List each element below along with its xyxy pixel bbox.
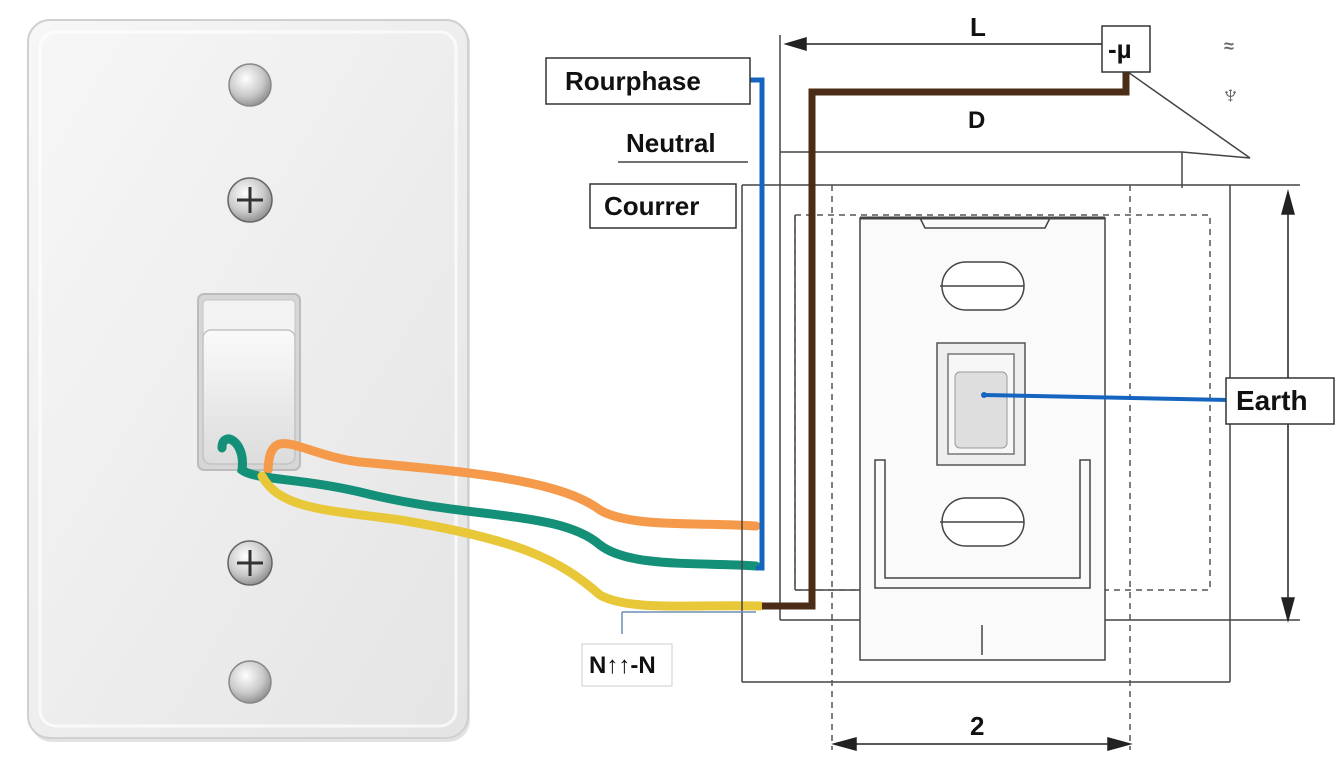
plate-screw-lower-icon	[227, 540, 273, 586]
label-current: Courrer	[589, 183, 737, 229]
wire-orange	[263, 439, 761, 531]
plate-screw-top-icon	[228, 63, 272, 107]
dimension-L-label: L	[970, 12, 986, 42]
dimension-D-label: D	[968, 107, 985, 134]
screw-slot-bottom-icon	[940, 497, 1025, 547]
dimension-2	[831, 737, 1133, 751]
corner-symbol-bottom-icon: ♆	[1220, 79, 1241, 110]
svg-text:Courrer: Courrer	[604, 191, 699, 221]
wire-yellow	[257, 471, 765, 611]
earth-terminal	[981, 392, 987, 398]
label-bottom-wire: N↑↑-N	[581, 643, 673, 687]
toggle-switch[interactable]	[197, 293, 301, 471]
schematic-toggle	[936, 342, 1026, 466]
wire-phase-blue	[748, 77, 765, 571]
wire-green	[217, 434, 761, 571]
svg-text:Neutral: Neutral	[626, 128, 716, 158]
label-neutral: Neutral	[618, 128, 748, 163]
svg-text:N↑↑-N: N↑↑-N	[589, 652, 656, 679]
corner-symbol-top-icon: ≈	[1224, 36, 1234, 56]
screw-slot-top-icon	[940, 261, 1025, 311]
label-earth: Earth	[1225, 377, 1335, 425]
dimension-2-label: 2	[970, 711, 984, 741]
svg-text:Earth: Earth	[1236, 385, 1308, 416]
wire-live-brown	[762, 70, 1130, 610]
label-phase: Rourphase	[545, 57, 751, 105]
dimension-L	[783, 36, 1102, 52]
svg-text:-µ: -µ	[1108, 34, 1132, 64]
wire-earth	[983, 393, 1229, 402]
svg-text:Rourphase: Rourphase	[565, 66, 701, 96]
label-top-box: -µ	[1101, 25, 1151, 73]
plate-screw-bottom-icon	[228, 660, 272, 704]
plate-screw-upper-icon	[227, 177, 273, 223]
